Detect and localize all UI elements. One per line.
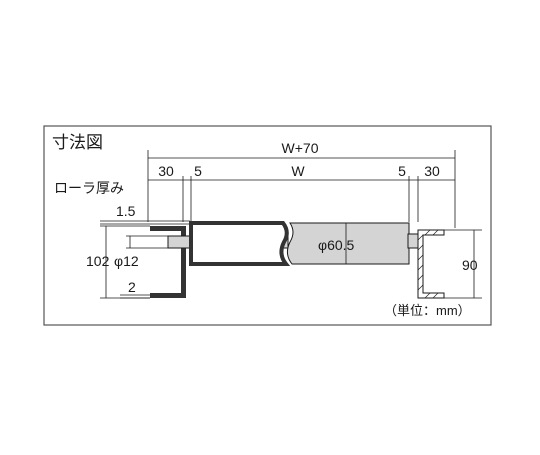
extension-lines <box>147 150 456 228</box>
right-frame <box>417 229 445 299</box>
panel-title: 寸法図 <box>52 133 103 152</box>
shaft-diameter-label: φ12 <box>114 253 139 269</box>
unit-note: （単位：mm） <box>384 303 471 318</box>
total-width-label: W+70 <box>282 140 319 156</box>
left-offset-label: 30 <box>158 163 174 179</box>
right-height-dimension <box>444 229 482 299</box>
right-gap-label: 5 <box>398 163 406 179</box>
left-height-label: 102 <box>86 253 110 269</box>
roller-diameter-label: φ60.5 <box>318 237 355 253</box>
roller-thickness-leaders <box>100 220 190 225</box>
right-height-label: 90 <box>462 257 478 273</box>
roller-width-label: W <box>291 163 305 179</box>
roller <box>189 221 423 266</box>
right-frame-hatching <box>417 229 439 299</box>
roller-thickness-value: 1.5 <box>116 203 136 219</box>
left-frame <box>150 226 186 298</box>
frame-thickness-leaders <box>120 294 150 299</box>
roller-thickness-caption: ローラ厚み <box>54 180 124 196</box>
left-gap-label: 5 <box>194 163 202 179</box>
frame-thickness-label: 2 <box>128 279 136 295</box>
shaft-diameter-dimension <box>126 235 168 249</box>
right-offset-label: 30 <box>424 163 440 179</box>
